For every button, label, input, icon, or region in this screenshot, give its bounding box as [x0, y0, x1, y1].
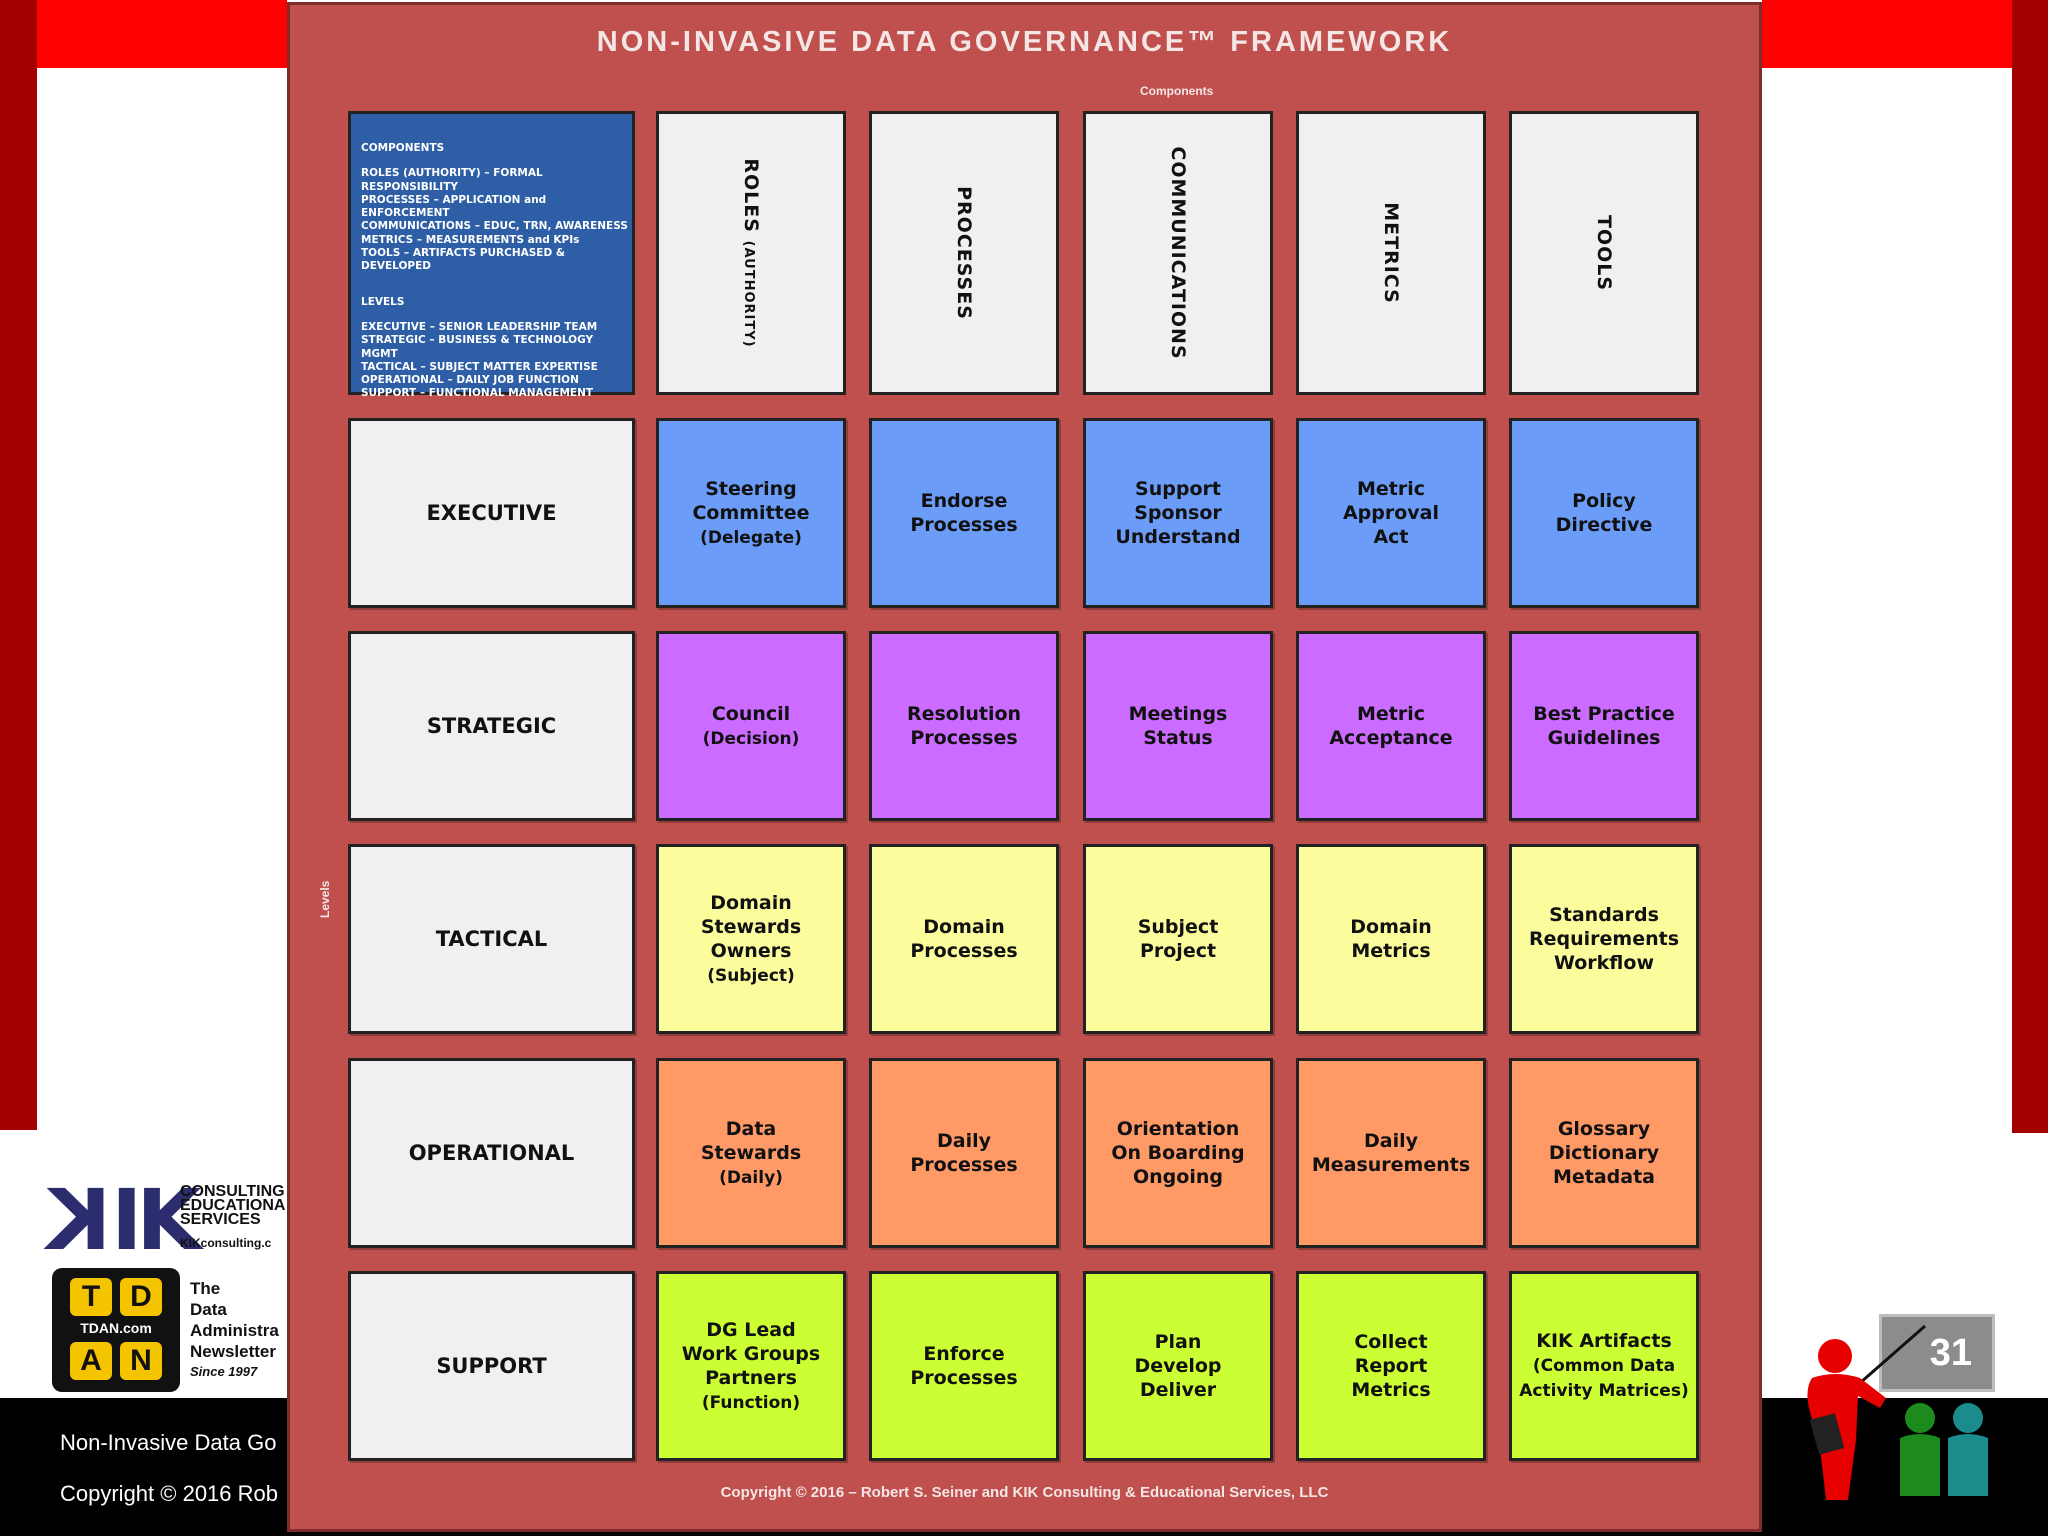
cell-operational-processes: Daily Processes	[869, 1058, 1059, 1248]
tdan-tile-n: N	[120, 1342, 162, 1380]
column-header-metrics: METRICS	[1296, 111, 1486, 395]
kik-line-3: SERVICES	[180, 1211, 261, 1228]
legend-level-item: OPERATIONAL – DAILY JOB FUNCTION	[361, 374, 579, 387]
footer-copyright: Copyright © 2016 Rob	[60, 1481, 279, 1506]
tdan-tile-d: D	[120, 1278, 162, 1316]
legend-component-item: COMMUNICATIONS – EDUC, TRN, AWARENESS	[361, 220, 628, 233]
components-axis-label: Components	[1140, 84, 1214, 98]
framework-copyright: Copyright © 2016 – Robert S. Seiner and …	[720, 1484, 1329, 1501]
cell-tactical-metrics: Domain Metrics	[1296, 844, 1486, 1034]
cell-executive-roles: Steering Committee(Delegate)	[656, 418, 846, 608]
tdan-tile-a: A	[70, 1342, 112, 1380]
cell-tactical-communications: Subject Project	[1083, 844, 1273, 1034]
legend-box: COMPONENTS ROLES (AUTHORITY) – FORMAL RE…	[348, 111, 635, 399]
legend-component-item: PROCESSES – APPLICATION and ENFORCEMENT	[361, 193, 547, 220]
legend-components-heading: COMPONENTS	[361, 142, 445, 154]
legend-level-item: EXECUTIVE – SENIOR LEADERSHIP TEAM	[361, 320, 598, 333]
framework-title: NON-INVASIVE DATA GOVERNANCE™ FRAMEWORK	[596, 26, 1453, 58]
cell-executive-metrics: Metric Approval Act	[1296, 418, 1486, 608]
legend-level-item: TACTICAL – SUBJECT MATTER EXPERTISE	[361, 360, 598, 373]
column-header-tools: TOOLS	[1509, 111, 1699, 395]
cell-support-processes: Enforce Processes	[869, 1271, 1059, 1461]
tdan-logo: T D TDAN.com A N	[52, 1268, 180, 1392]
column-header-sub: (AUTHORITY)	[741, 240, 756, 348]
top-band-left	[37, 0, 287, 68]
cell-operational-communications: Orientation On Boarding Ongoing	[1083, 1058, 1273, 1248]
row-header-strategic: STRATEGIC	[348, 631, 635, 821]
tdan-since: Since 1997	[190, 1364, 258, 1379]
legend-levels-heading: LEVELS	[361, 295, 405, 308]
tdan-line-3: Administra	[190, 1321, 279, 1340]
cell-strategic-roles: Council(Decision)	[656, 631, 846, 821]
cell-strategic-metrics: Metric Acceptance	[1296, 631, 1486, 821]
cell-support-metrics: Collect Report Metrics	[1296, 1271, 1486, 1461]
column-header-main: TOOLS	[1593, 214, 1615, 292]
cell-support-communications: Plan Develop Deliver	[1083, 1271, 1273, 1461]
top-band-right	[1762, 0, 2012, 68]
legend-component-item: ROLES (AUTHORITY) – FORMAL RESPONSIBILIT…	[361, 167, 543, 193]
cell-operational-roles: Data Stewards(Daily)	[656, 1058, 846, 1248]
cell-strategic-tools: Best Practice Guidelines	[1509, 631, 1699, 821]
row-header-support: SUPPORT	[348, 1271, 635, 1461]
cell-support-roles: DG Lead Work Groups Partners(Function)	[656, 1271, 846, 1461]
kik-line-2: EDUCATIONA	[180, 1197, 286, 1214]
cell-tactical-processes: Domain Processes	[869, 844, 1059, 1034]
right-accent-bar	[2012, 0, 2048, 1133]
row-header-operational: OPERATIONAL	[348, 1058, 635, 1248]
cell-executive-tools: Policy Directive	[1509, 418, 1699, 608]
slide-number: 31	[1879, 1314, 1995, 1392]
left-accent-bar	[0, 0, 37, 1130]
presenter-with-pointer-icon	[1807, 1324, 1988, 1500]
cell-tactical-roles: Domain Stewards Owners(Subject)	[656, 844, 846, 1034]
tdan-tile-t: T	[70, 1278, 112, 1316]
row-header-executive: EXECUTIVE	[348, 418, 635, 608]
cell-strategic-communications: Meetings Status	[1083, 631, 1273, 821]
column-header-main: PROCESSES	[953, 186, 975, 320]
cell-executive-processes: Endorse Processes	[869, 418, 1059, 608]
column-header-main: COMMUNICATIONS	[1167, 146, 1189, 360]
cell-strategic-processes: Resolution Processes	[869, 631, 1059, 821]
kik-url: KIKconsulting.c	[180, 1236, 272, 1250]
tdan-url: TDAN.com	[80, 1320, 152, 1336]
tdan-line-2: Data	[190, 1300, 227, 1319]
footer-title: Non-Invasive Data Go	[60, 1430, 277, 1455]
column-header-main: ROLES	[740, 158, 762, 233]
tdan-line-1: The	[190, 1279, 221, 1298]
cell-executive-communications: Support Sponsor Understand	[1083, 418, 1273, 608]
row-header-tactical: TACTICAL	[348, 844, 635, 1034]
tdan-line-4: Newsletter	[190, 1342, 276, 1361]
column-header-communications: COMMUNICATIONS	[1083, 111, 1273, 395]
kik-line-1: CONSULTING	[180, 1183, 285, 1200]
cell-support-tools: KIK Artifacts(Common Data Activity Matri…	[1509, 1271, 1699, 1461]
levels-axis-label: Levels	[318, 880, 332, 918]
cell-operational-tools: Glossary Dictionary Metadata	[1509, 1058, 1699, 1248]
legend-level-item: STRATEGIC – BUSINESS & TECHNOLOGY MGMT	[361, 334, 594, 360]
legend-component-item: TOOLS – ARTIFACTS PURCHASED & DEVELOPED	[361, 247, 566, 273]
kik-logo: KIK	[52, 1171, 201, 1269]
column-header-processes: PROCESSES	[869, 111, 1059, 395]
cell-operational-metrics: Daily Measurements	[1296, 1058, 1486, 1248]
column-header-main: METRICS	[1380, 202, 1402, 304]
cell-tactical-tools: Standards Requirements Workflow	[1509, 844, 1699, 1034]
legend-level-item: SUPPORT – FUNCTIONAL MANAGEMENT	[361, 387, 594, 400]
column-header-roles: ROLES (AUTHORITY)	[656, 111, 846, 395]
legend-component-item: METRICS – MEASUREMENTS and KPIs	[361, 233, 580, 246]
